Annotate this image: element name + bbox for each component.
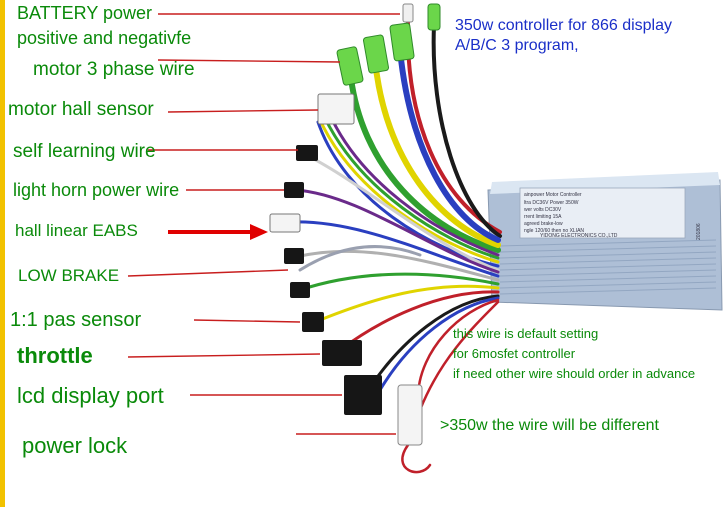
power-lock-plug xyxy=(397,384,423,446)
red-arrow xyxy=(168,224,268,240)
header-line-2: A/B/C 3 program, xyxy=(455,37,579,54)
label-light-horn: light horn power wire xyxy=(13,180,180,200)
hall-sensor-plug xyxy=(317,93,355,125)
label-power-lock: power lock xyxy=(22,433,128,458)
label-throttle: throttle xyxy=(17,343,93,368)
controller-box: ainpower Motor Controller ltra DC36V Pow… xyxy=(487,172,723,311)
note-default-2: for 6mosfet controller xyxy=(453,346,576,361)
controller-title: ainpower Motor Controller xyxy=(524,192,582,198)
controller-spec-4: agreed brake-low xyxy=(524,221,563,227)
black-connectors xyxy=(284,145,382,415)
label-low-brake: LOW BRAKE xyxy=(18,266,120,285)
left-border xyxy=(0,0,5,507)
label-positive-negative: positive and negativfe xyxy=(17,28,192,48)
pointer-lines xyxy=(127,13,400,435)
note-default-3: if need other wire should order in advan… xyxy=(453,366,696,381)
wire-bundle xyxy=(290,18,502,474)
label-self-learning: self learning wire xyxy=(13,141,156,162)
controller-spec-2: wer volts DC30V xyxy=(524,207,562,213)
label-motor-hall: motor hall sensor xyxy=(8,99,154,120)
label-pas-sensor: 1:1 pas sensor xyxy=(10,309,142,331)
controller-maker: YIDONG ELECTRONICS CO.,LTD xyxy=(540,233,618,239)
controller-spec-1: ltra DC36V Power 350W xyxy=(524,200,579,206)
label-hall-linear: hall linear EABS xyxy=(15,221,138,240)
controller-code: 201806 xyxy=(696,223,702,240)
label-lcd-port: lcd display port xyxy=(17,383,164,408)
note-different: >350w the wire will be different xyxy=(440,417,659,434)
eabs-plug xyxy=(269,213,301,233)
label-battery-power: BATTERY power xyxy=(17,3,153,23)
controller-spec-3: rrent limiting 15A xyxy=(524,214,562,220)
header-line-1: 350w controller for 866 display xyxy=(455,17,673,34)
note-default-1: this wire is default setting xyxy=(453,326,599,341)
battery-terminals xyxy=(402,3,441,31)
phase-connectors xyxy=(336,22,415,86)
label-motor-phase: motor 3 phase wire xyxy=(33,59,195,80)
controller-spec-5: ngle 120/60 then no XLIAN xyxy=(524,228,584,234)
